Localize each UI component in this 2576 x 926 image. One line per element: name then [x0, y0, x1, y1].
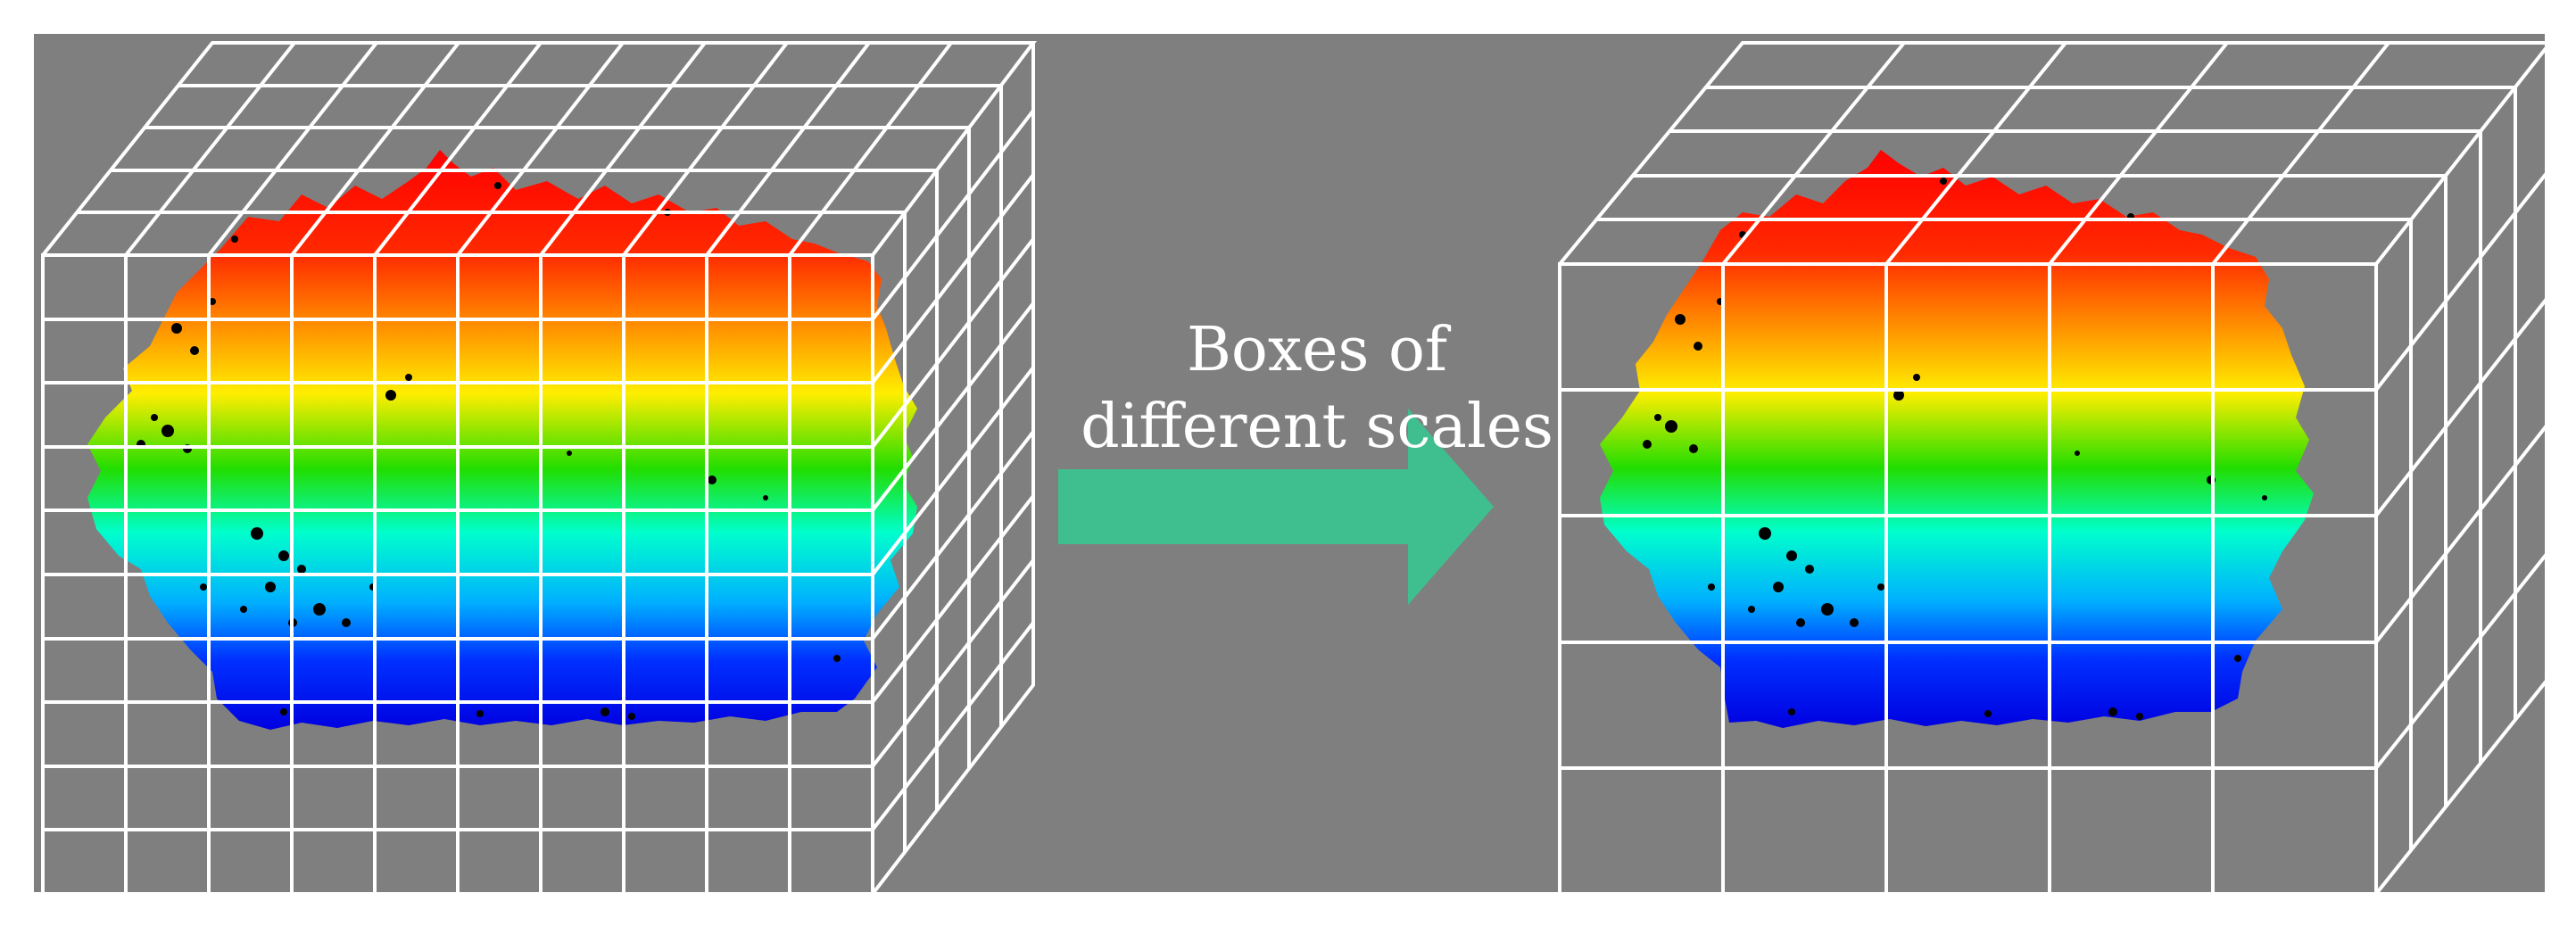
caption-line-1: Boxes of: [1186, 315, 1448, 385]
left-fine-grid: [41, 41, 1038, 892]
figure-background: Boxes of different scales: [34, 34, 2545, 892]
right-coarse-grid: [1558, 41, 2545, 892]
right-point-cloud: [1600, 150, 2314, 728]
diagram-canvas: [41, 41, 2545, 892]
right-arrow: [1058, 409, 1494, 605]
caption-line-2: different scales: [1081, 392, 1553, 462]
right-void-specks: [1643, 178, 2267, 720]
left-canopy-shape: [87, 150, 917, 730]
arrow-caption: Boxes of different scales: [1049, 312, 1585, 466]
left-point-cloud: [87, 150, 917, 730]
